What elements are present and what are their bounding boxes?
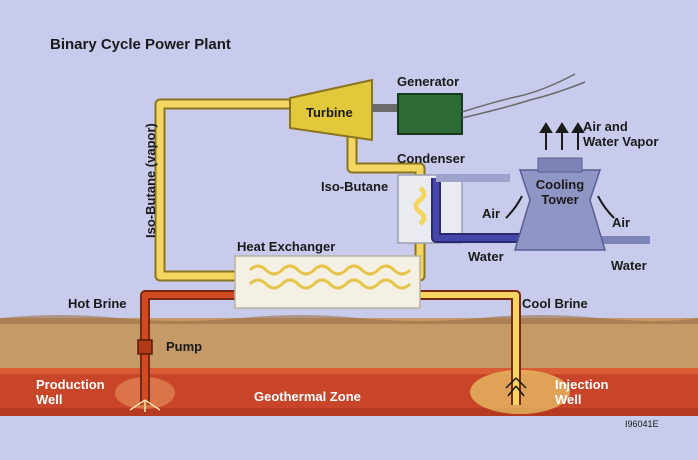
water-left-label: Water [468,249,504,264]
geothermal-zone-bottom-band [0,408,698,416]
cool-brine-label: Cool Brine [522,296,588,311]
heat-exchanger-label: Heat Exchanger [237,239,336,254]
production-well-roots [129,399,161,412]
ground-layer [0,318,698,370]
figure-id-label: I96041E [625,419,659,429]
iso-butane-loop [154,98,426,282]
turbine-label: Turbine [306,105,353,120]
condenser-label: Condenser [397,151,465,166]
condenser-box [397,174,463,244]
power-line-2 [461,81,586,119]
air-arrows [505,195,615,219]
water-right-label: Water [611,258,647,273]
heat-exchanger-coils [248,264,412,290]
pump-label: Pump [166,339,203,354]
injection-well-roots [505,377,527,397]
geothermal-zone-label: Geothermal Zone [254,389,361,404]
iso-butane-label: Iso-Butane [321,179,389,194]
water-pipes [431,174,650,244]
geothermal-zone-top-band [0,368,698,374]
power-line-1 [461,73,576,113]
ground-surface [0,315,698,324]
diagram-title: Binary Cycle Power Plant [50,36,231,53]
air-water-vapor-label-line1: Air and [583,119,628,134]
production-well-label-line1: Production [36,377,105,392]
production-well-label-line2: Well [36,392,63,407]
iso-butane-vapor-label: Iso-Butane (vapor) [143,123,158,238]
air-left-label: Air [482,206,501,221]
pump-body [137,339,153,355]
turbine-body [289,78,373,142]
hot-brine-label: Hot Brine [68,296,127,311]
generator-label: Generator [397,74,460,89]
cooling-tower-body [513,169,607,251]
cooling-tower-top [537,157,583,173]
generator-box [397,93,463,135]
air-right-label: Air [612,215,631,230]
cooling-tower-label-line1: Cooling [535,177,585,192]
injection-well-label-line2: Well [555,392,582,407]
condenser-coil [413,186,427,226]
turbine-shaft [372,104,400,112]
air-water-vapor-label-line2: Water Vapor [583,134,659,149]
injection-well-label-line1: Injection [555,377,609,392]
vapor-arrows [539,122,585,150]
cooling-tower-label-line2: Tower [541,192,579,207]
